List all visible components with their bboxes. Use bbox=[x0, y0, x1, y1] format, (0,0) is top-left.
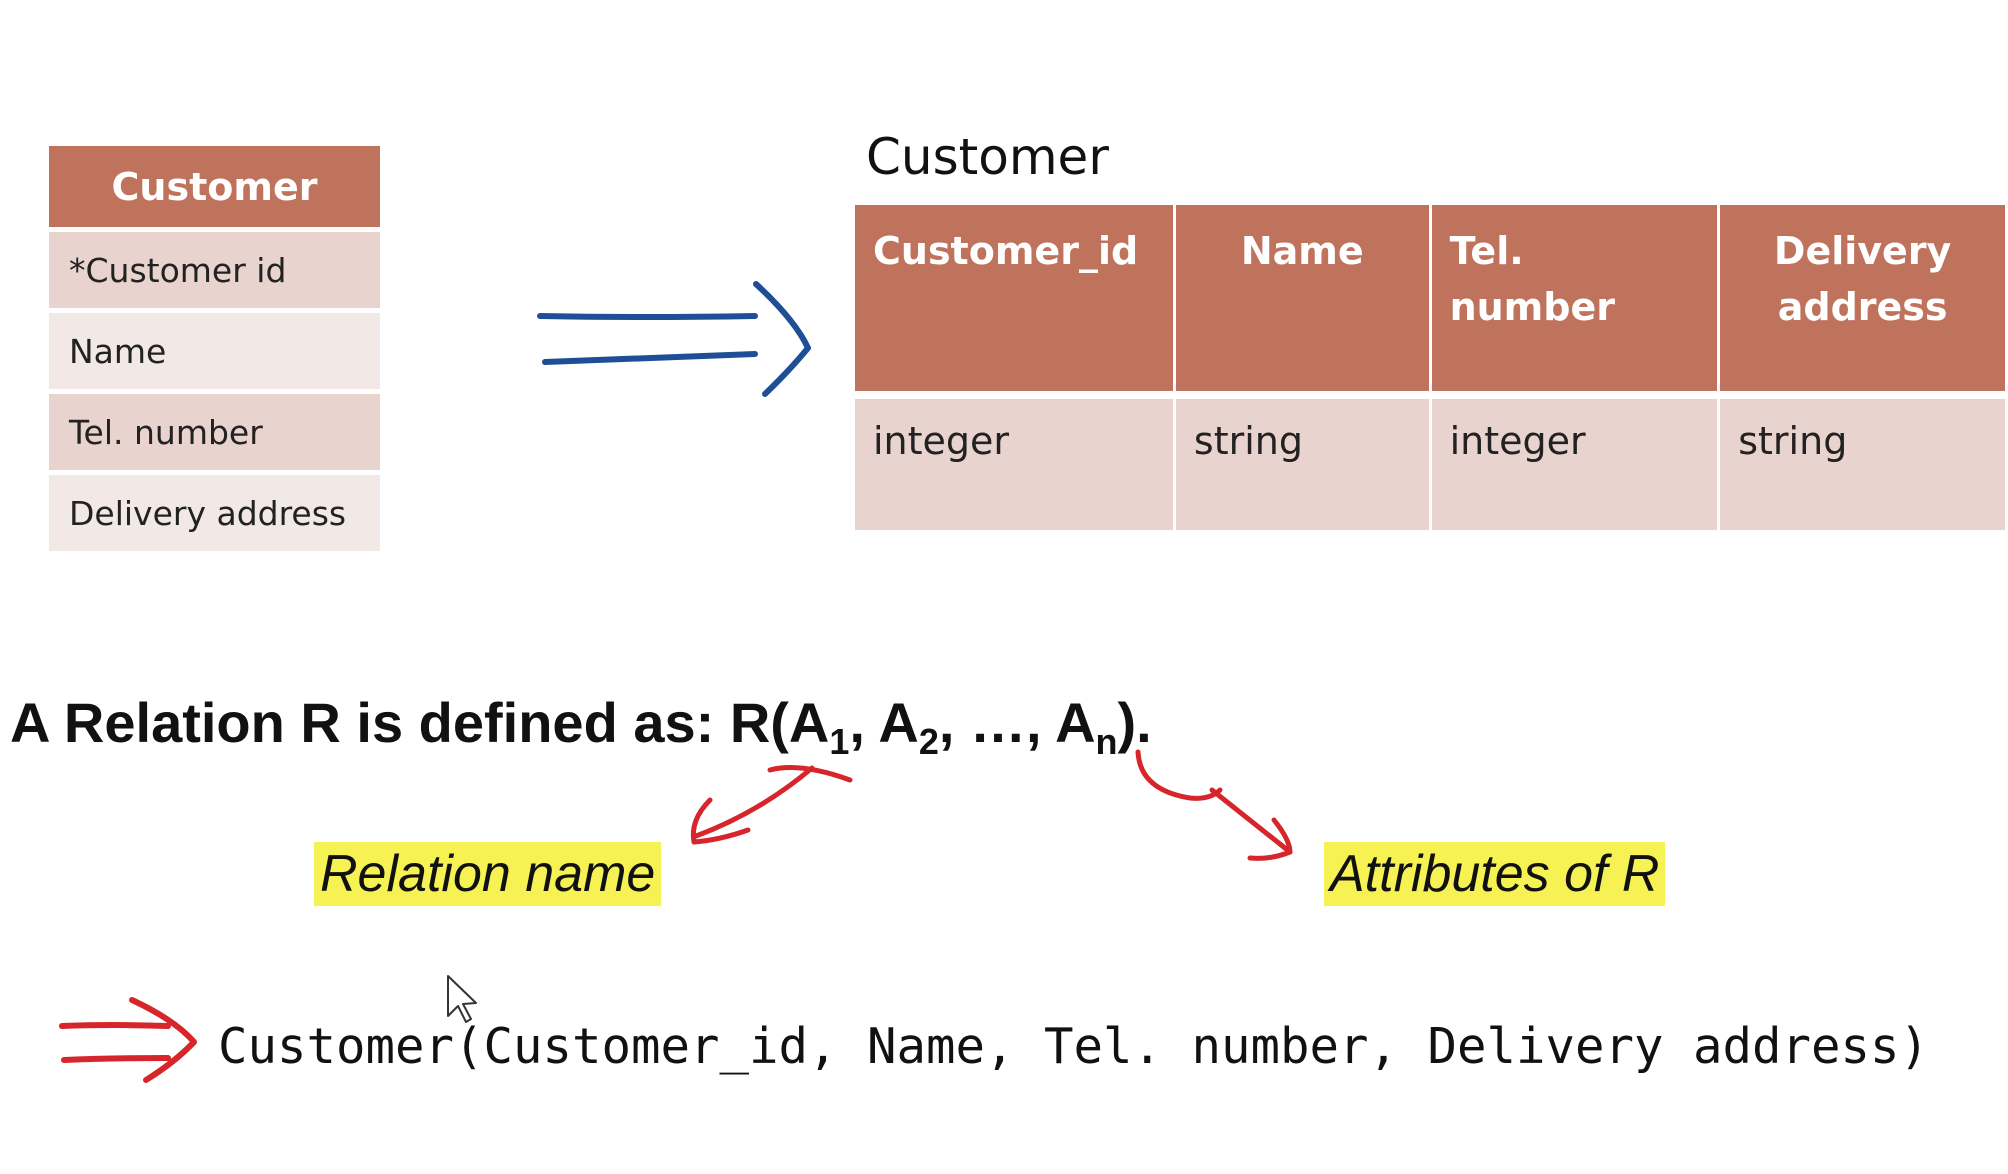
er-entity-box: Customer *Customer id Name Tel. number D… bbox=[49, 146, 380, 551]
definition-sep-1: , A bbox=[849, 691, 919, 754]
definition-sub-2: 2 bbox=[918, 721, 939, 763]
relation-definition: A Relation R is defined as: R(A1, A2, …,… bbox=[10, 690, 1152, 763]
relation-header-cell: Delivery address bbox=[1720, 205, 2005, 391]
definition-suffix: ). bbox=[1117, 691, 1152, 754]
blue-double-arrow-icon bbox=[537, 281, 811, 397]
entity-attribute: Delivery address bbox=[49, 475, 380, 551]
relation-type-row: integer string integer string bbox=[855, 399, 2005, 530]
definition-sub-1: 1 bbox=[829, 721, 850, 763]
red-double-arrow-icon bbox=[59, 997, 197, 1083]
relation-header-cell: Tel. number bbox=[1431, 205, 1718, 391]
attributes-label: Attributes of R bbox=[1324, 842, 1666, 906]
entity-title: Customer bbox=[49, 146, 380, 227]
relation-schema: Customer(Customer_id, Name, Tel. number,… bbox=[218, 1018, 1930, 1075]
definition-sub-n: n bbox=[1095, 721, 1118, 763]
red-arrow-to-relation-name-icon bbox=[690, 765, 853, 845]
relation-table: Customer_id Name Tel. number Delivery ad… bbox=[852, 205, 2008, 530]
relation-header-cell: Customer_id bbox=[855, 205, 1173, 391]
definition-sep-2: , …, A bbox=[938, 691, 1096, 754]
relation-name-label: Relation name bbox=[314, 842, 662, 906]
relation-type-cell: string bbox=[1720, 399, 2005, 530]
relation-type-cell: integer bbox=[1431, 399, 1718, 530]
entity-attribute: Tel. number bbox=[49, 394, 380, 470]
red-arrow-to-attributes-icon bbox=[1135, 749, 1293, 861]
entity-attribute: *Customer id bbox=[49, 232, 380, 308]
mouse-cursor-icon bbox=[447, 975, 477, 1023]
relation-header-cell: Name bbox=[1175, 205, 1429, 391]
relation-type-cell: integer bbox=[855, 399, 1173, 530]
relation-type-cell: string bbox=[1175, 399, 1429, 530]
relation-title: Customer bbox=[866, 128, 1109, 186]
entity-attribute: Name bbox=[49, 313, 380, 389]
definition-prefix: A Relation R is defined as: R(A bbox=[10, 691, 830, 754]
relation-header-row: Customer_id Name Tel. number Delivery ad… bbox=[855, 205, 2005, 391]
